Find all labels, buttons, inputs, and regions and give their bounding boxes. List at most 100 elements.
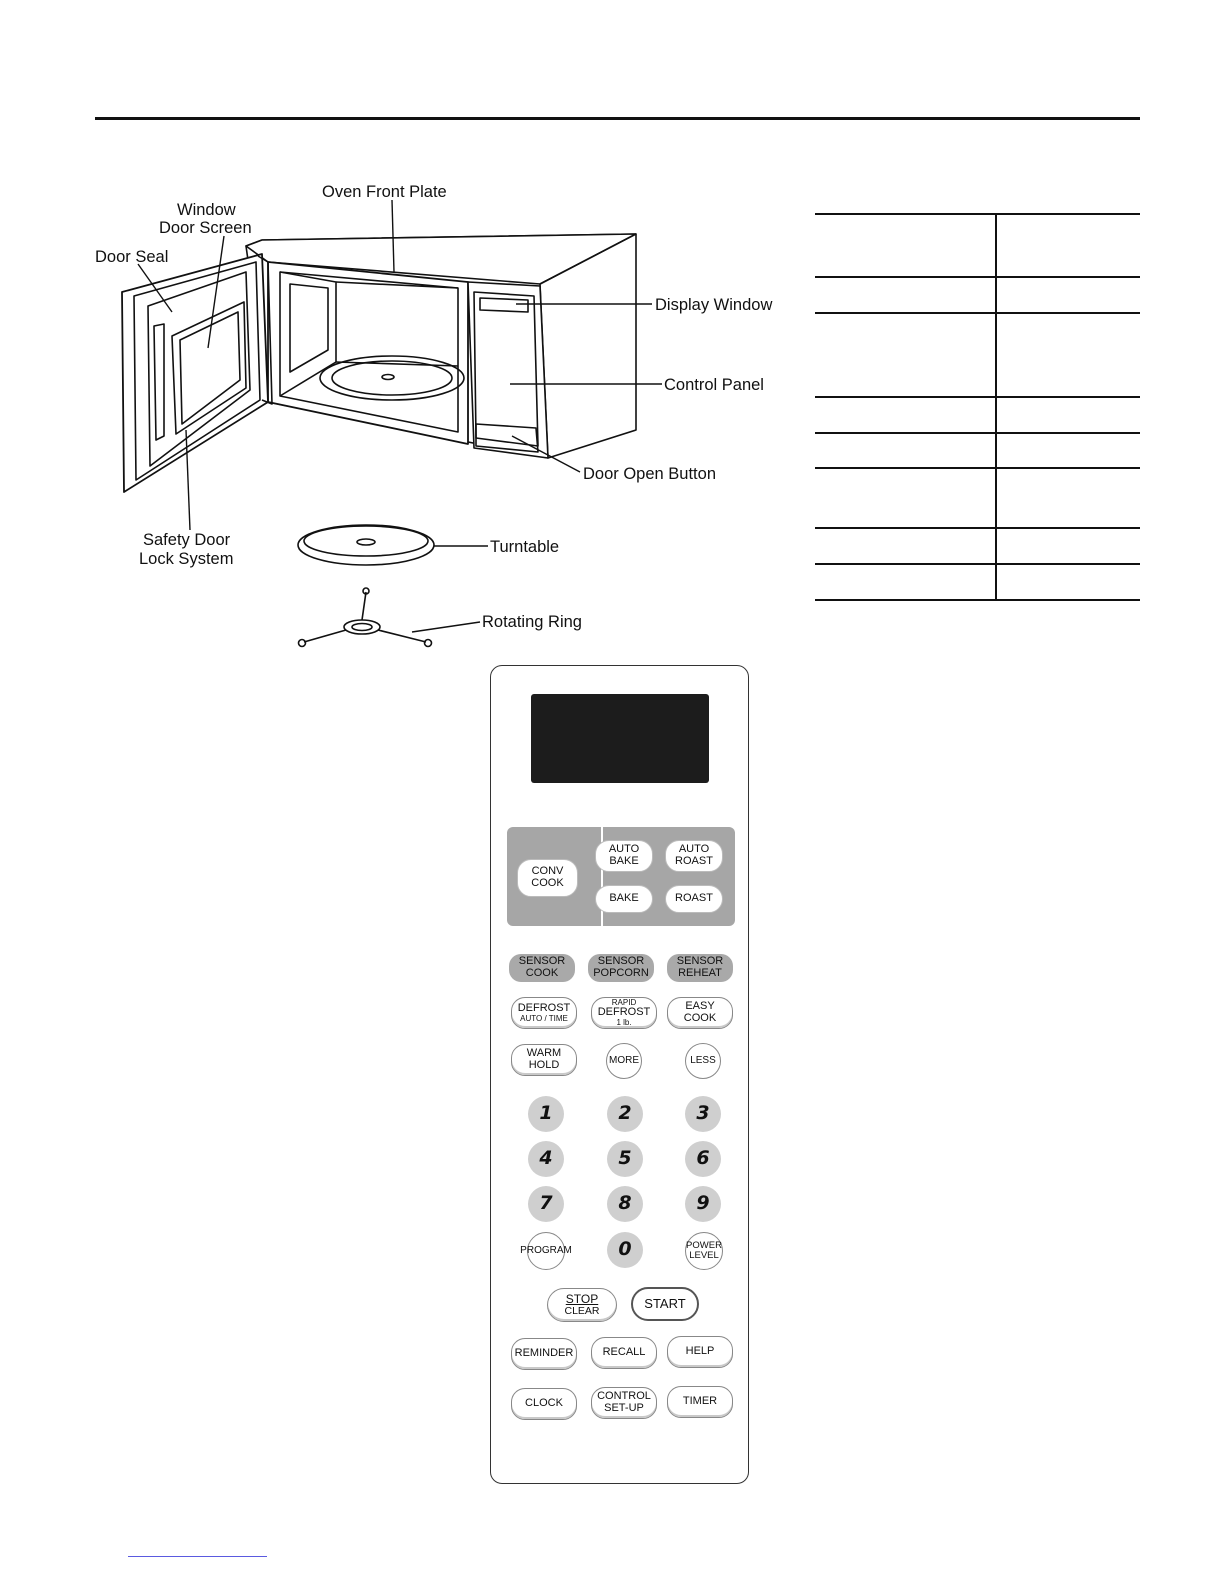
sensor-reheat-button[interactable]: SENSOR REHEAT: [667, 954, 733, 982]
recall-button[interactable]: RECALL: [591, 1337, 657, 1369]
rapid-defrost-line2: DEFROST: [597, 1006, 651, 1019]
label-lock-system: Lock System: [139, 550, 233, 568]
label-control-panel: Control Panel: [664, 376, 764, 394]
power-level-button[interactable]: POWER LEVEL: [685, 1232, 723, 1270]
start-label: START: [644, 1296, 686, 1312]
less-label: LESS: [690, 1054, 716, 1066]
digit-label: 8: [618, 1192, 632, 1215]
label-display-window: Display Window: [655, 296, 772, 314]
start-button[interactable]: START: [631, 1287, 699, 1321]
digit-label: 9: [696, 1192, 710, 1215]
stop-clear-button[interactable]: STOP CLEAR: [547, 1288, 617, 1322]
less-button[interactable]: LESS: [685, 1043, 721, 1079]
digit-4-button[interactable]: 4: [528, 1141, 564, 1177]
sensor-popcorn-button[interactable]: SENSOR POPCORN: [588, 954, 654, 982]
digit-label: 4: [539, 1147, 553, 1170]
table-row: [815, 467, 1140, 527]
label-door-seal: Door Seal: [95, 248, 168, 266]
auto-bake-line2: BAKE: [609, 855, 639, 867]
program-button[interactable]: PROGRAM: [520, 1232, 572, 1270]
control-panel-frame: [467, 281, 549, 459]
digit-label: 0: [618, 1238, 632, 1261]
footer-link-line: [128, 1556, 267, 1557]
more-button[interactable]: MORE: [606, 1043, 642, 1079]
bake-button[interactable]: BAKE: [595, 885, 653, 913]
clock-label: CLOCK: [525, 1397, 563, 1410]
table-row: [815, 276, 1140, 312]
timer-button[interactable]: TIMER: [667, 1386, 733, 1418]
door-window-shape: [171, 301, 247, 435]
auto-bake-line1: AUTO: [608, 843, 640, 856]
label-door-screen: Door Screen: [159, 219, 252, 237]
more-label: MORE: [609, 1054, 639, 1066]
easy-cook-line2: COOK: [683, 1012, 717, 1024]
display-window: [531, 694, 709, 783]
sensor-cook-button[interactable]: SENSOR COOK: [509, 954, 575, 982]
conv-cook-button[interactable]: CONV COOK: [517, 859, 578, 897]
rapid-defrost-button[interactable]: RAPID DEFROST 1 lb.: [591, 997, 657, 1029]
table-row: [815, 432, 1140, 467]
digit-0-button[interactable]: 0: [607, 1232, 643, 1268]
roast-button[interactable]: ROAST: [665, 885, 723, 913]
label-door-open-button: Door Open Button: [583, 465, 716, 483]
digit-1-button[interactable]: 1: [528, 1096, 564, 1132]
clear-label: CLEAR: [564, 1304, 600, 1317]
table-row: [815, 396, 1140, 432]
easy-cook-button[interactable]: EASY COOK: [667, 997, 733, 1029]
bake-label: BAKE: [609, 892, 639, 905]
table-row: [815, 563, 1140, 601]
warm-hold-button[interactable]: WARM HOLD: [511, 1044, 577, 1076]
help-label: HELP: [685, 1345, 715, 1358]
digit-3-button[interactable]: 3: [685, 1096, 721, 1132]
defrost-button[interactable]: DEFROST AUTO / TIME: [511, 997, 577, 1029]
auto-bake-button[interactable]: AUTO BAKE: [595, 840, 653, 872]
sensor-reheat-line1: SENSOR: [676, 955, 724, 968]
sensor-popcorn-line2: POPCORN: [593, 967, 649, 979]
power-level-line2: LEVEL: [689, 1250, 719, 1261]
program-label: PROGRAM: [520, 1244, 572, 1256]
timer-label: TIMER: [682, 1395, 718, 1408]
power-level-line1: POWER: [686, 1240, 722, 1252]
conv-cook-line2: COOK: [531, 877, 564, 889]
label-turntable: Turntable: [490, 538, 559, 556]
oven-cavity: [267, 261, 469, 445]
digit-5-button[interactable]: 5: [607, 1141, 643, 1177]
stop-label: STOP: [565, 1292, 599, 1307]
reminder-button[interactable]: REMINDER: [511, 1338, 577, 1370]
conv-cook-line1: CONV: [531, 865, 564, 878]
digit-6-button[interactable]: 6: [685, 1141, 721, 1177]
label-oven-front-plate: Oven Front Plate: [322, 183, 447, 201]
defrost-line2: AUTO / TIME: [520, 1013, 568, 1023]
door-open-button-shape: [475, 423, 539, 453]
label-rotating-ring: Rotating Ring: [482, 613, 582, 631]
digit-2-button[interactable]: 2: [607, 1096, 643, 1132]
digit-7-button[interactable]: 7: [528, 1186, 564, 1222]
help-button[interactable]: HELP: [667, 1336, 733, 1368]
rapid-defrost-line1: RAPID: [611, 997, 637, 1007]
defrost-line1: DEFROST: [517, 1002, 571, 1015]
oven-diagram: Oven Front Plate Window Door Screen Door…: [95, 183, 772, 648]
digit-8-button[interactable]: 8: [607, 1186, 643, 1222]
table-row: [815, 527, 1140, 563]
recall-label: RECALL: [602, 1346, 646, 1359]
reminder-label: REMINDER: [514, 1347, 574, 1360]
digit-9-button[interactable]: 9: [685, 1186, 721, 1222]
top-rule: [95, 117, 1140, 120]
divider: [601, 827, 603, 926]
control-setup-line2: SET-UP: [604, 1402, 644, 1414]
sensor-popcorn-line1: SENSOR: [597, 955, 645, 968]
warm-hold-line1: WARM: [526, 1047, 562, 1060]
sensor-cook-line2: COOK: [525, 967, 559, 979]
control-setup-button[interactable]: CONTROL SET-UP: [591, 1387, 657, 1419]
easy-cook-line1: EASY: [685, 1000, 715, 1013]
label-window: Window: [177, 201, 236, 219]
auto-roast-button[interactable]: AUTO ROAST: [665, 840, 723, 872]
label-safety-door: Safety Door: [143, 531, 231, 549]
spec-table: [815, 213, 1140, 601]
digit-label: 7: [539, 1192, 553, 1215]
sensor-cook-line1: SENSOR: [518, 955, 566, 968]
control-setup-line1: CONTROL: [597, 1390, 651, 1403]
clock-button[interactable]: CLOCK: [511, 1388, 577, 1420]
sensor-reheat-line2: REHEAT: [678, 967, 722, 979]
roast-label: ROAST: [675, 892, 713, 905]
